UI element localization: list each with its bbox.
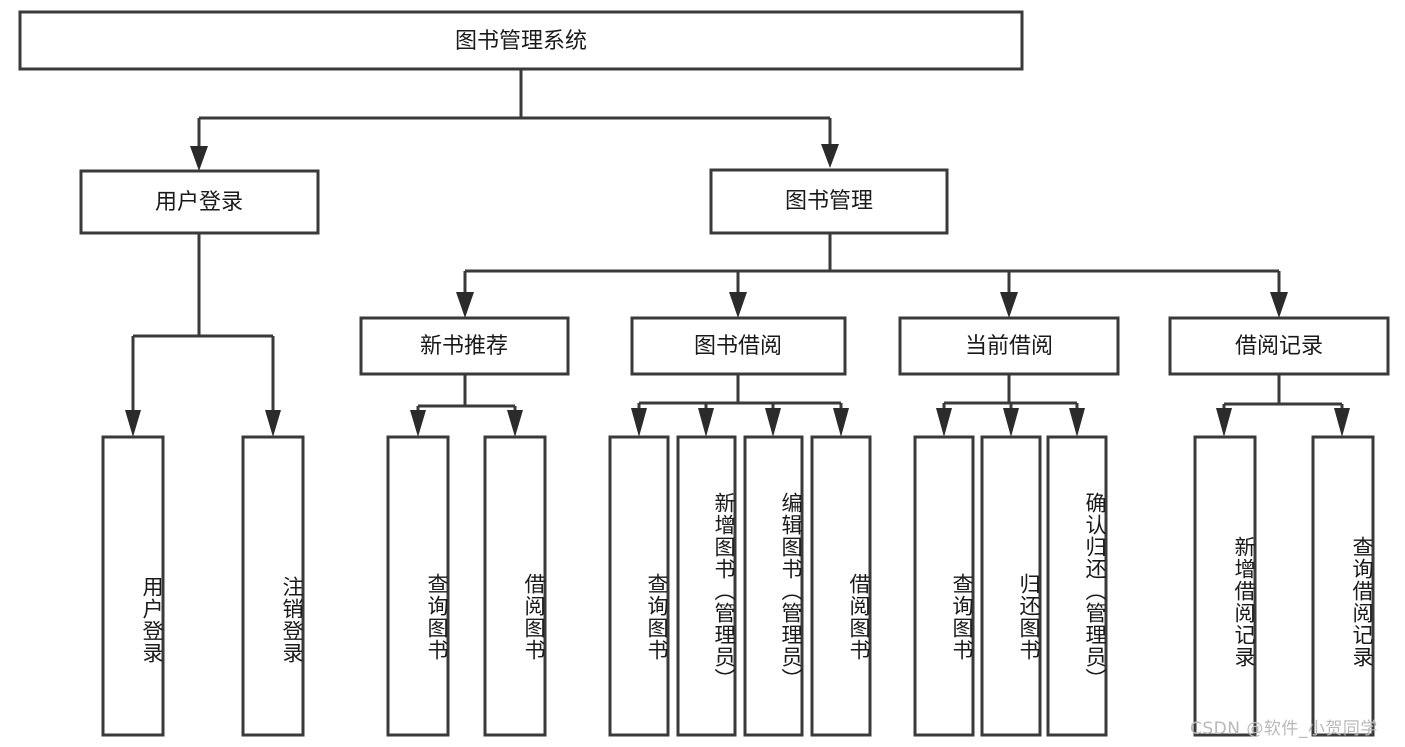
leaf-confirm-return-box[interactable]: [1046, 435, 1108, 737]
arrow-head-leaf-user-login: [125, 410, 141, 437]
watermark-label: CSDN @软件_小贺同学: [1190, 719, 1378, 739]
leaf-query-book-3-box[interactable]: [913, 435, 975, 737]
leaf-logout-login-box[interactable]: [241, 435, 305, 737]
arrow-head-user-login: [190, 146, 208, 171]
node-new-book-recommend[interactable]: 新书推荐: [359, 316, 570, 376]
arrow-head-edit-book: [765, 408, 781, 437]
node-book-borrow-label: 图书借阅: [694, 334, 782, 359]
node-borrow-record-box[interactable]: [1168, 316, 1390, 376]
node-book-borrow[interactable]: 图书借阅: [630, 316, 847, 376]
node-user-login[interactable]: 用户登录: [79, 169, 320, 235]
arrow-head-borrow-record: [1270, 292, 1288, 318]
connectors-book-borrow-children: [631, 374, 849, 437]
node-new-book-recommend-label: 新书推荐: [420, 334, 508, 359]
connectors-book-management-children: [456, 233, 1288, 318]
node-book-management-box[interactable]: [709, 168, 949, 235]
node-user-login-label: 用户登录: [155, 190, 243, 215]
node-root-box[interactable]: [18, 10, 1024, 71]
connectors-level1: [190, 69, 839, 171]
node-current-borrow-box[interactable]: [898, 316, 1120, 376]
arrow-head-leaf-logout: [265, 410, 281, 437]
leaf-query-book-2-box[interactable]: [608, 435, 670, 737]
arrow-head-q3: [936, 408, 952, 437]
leaf-add-book-box[interactable]: [676, 435, 737, 737]
leaf-return-book-box[interactable]: [980, 435, 1042, 737]
arrow-head-b1: [507, 410, 523, 437]
node-new-book-recommend-box[interactable]: [359, 316, 570, 376]
node-book-management[interactable]: 图书管理: [709, 168, 949, 235]
arrow-head-new-book: [456, 292, 474, 318]
arrow-head-query-record: [1334, 408, 1350, 437]
connectors-current-borrow-children: [936, 374, 1085, 437]
leaf-boxes: [101, 435, 1375, 737]
arrow-head-confirm-return: [1069, 408, 1085, 437]
node-book-management-label: 图书管理: [785, 189, 873, 214]
node-current-borrow-label: 当前借阅: [965, 334, 1053, 359]
node-root[interactable]: 图书管理系统: [18, 10, 1024, 71]
arrow-head-return-book: [1003, 408, 1019, 437]
leaf-borrow-book-1-box[interactable]: [483, 435, 547, 737]
node-book-borrow-box[interactable]: [630, 316, 847, 376]
arrow-head-current-borrow: [1000, 292, 1018, 318]
connectors-borrow-record-children: [1216, 374, 1350, 437]
leaf-query-book-1-box[interactable]: [386, 435, 450, 737]
leaf-query-record-box[interactable]: [1311, 435, 1375, 737]
leaf-add-record-box[interactable]: [1193, 435, 1257, 737]
leaf-borrow-book-2-box[interactable]: [810, 435, 872, 737]
arrow-head-b2: [833, 408, 849, 437]
arrow-head-book-borrow: [729, 292, 747, 318]
arrow-head-add-record: [1216, 408, 1232, 437]
node-user-login-box[interactable]: [79, 169, 320, 235]
leaf-edit-book-box[interactable]: [743, 435, 804, 737]
arrow-head-q1: [410, 410, 426, 437]
node-root-label: 图书管理系统: [455, 29, 587, 54]
node-borrow-record[interactable]: 借阅记录: [1168, 316, 1390, 376]
arrow-head-add-book: [698, 408, 714, 437]
arrow-head-book-management: [821, 144, 839, 168]
node-current-borrow[interactable]: 当前借阅: [898, 316, 1120, 376]
leaf-user-login-box[interactable]: [101, 435, 165, 737]
connectors-user-login-children: [125, 233, 281, 437]
arrow-head-q2: [631, 408, 647, 437]
connectors-new-book-children: [410, 374, 523, 437]
node-borrow-record-label: 借阅记录: [1235, 334, 1323, 359]
